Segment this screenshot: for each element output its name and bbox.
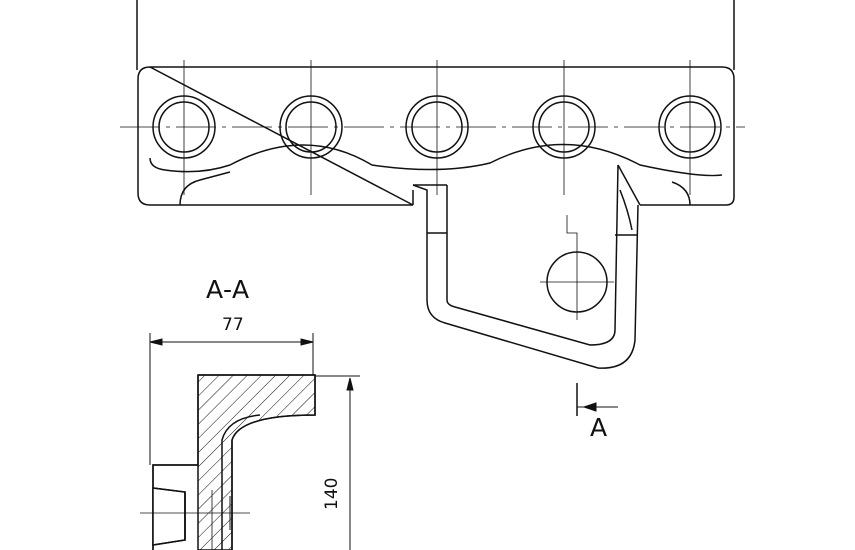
section-view xyxy=(140,374,316,550)
section-title: A-A xyxy=(206,275,250,304)
dimension-lines xyxy=(149,333,360,550)
dimension-height-label: 140 xyxy=(322,477,342,510)
bracket xyxy=(412,164,641,369)
section-marker-label: A xyxy=(590,413,608,442)
body-outline xyxy=(136,0,735,206)
pin-hole xyxy=(540,215,614,320)
section-cut-marker xyxy=(576,383,618,416)
center-lines xyxy=(120,60,745,195)
dimension-width-label: 77 xyxy=(222,315,244,335)
